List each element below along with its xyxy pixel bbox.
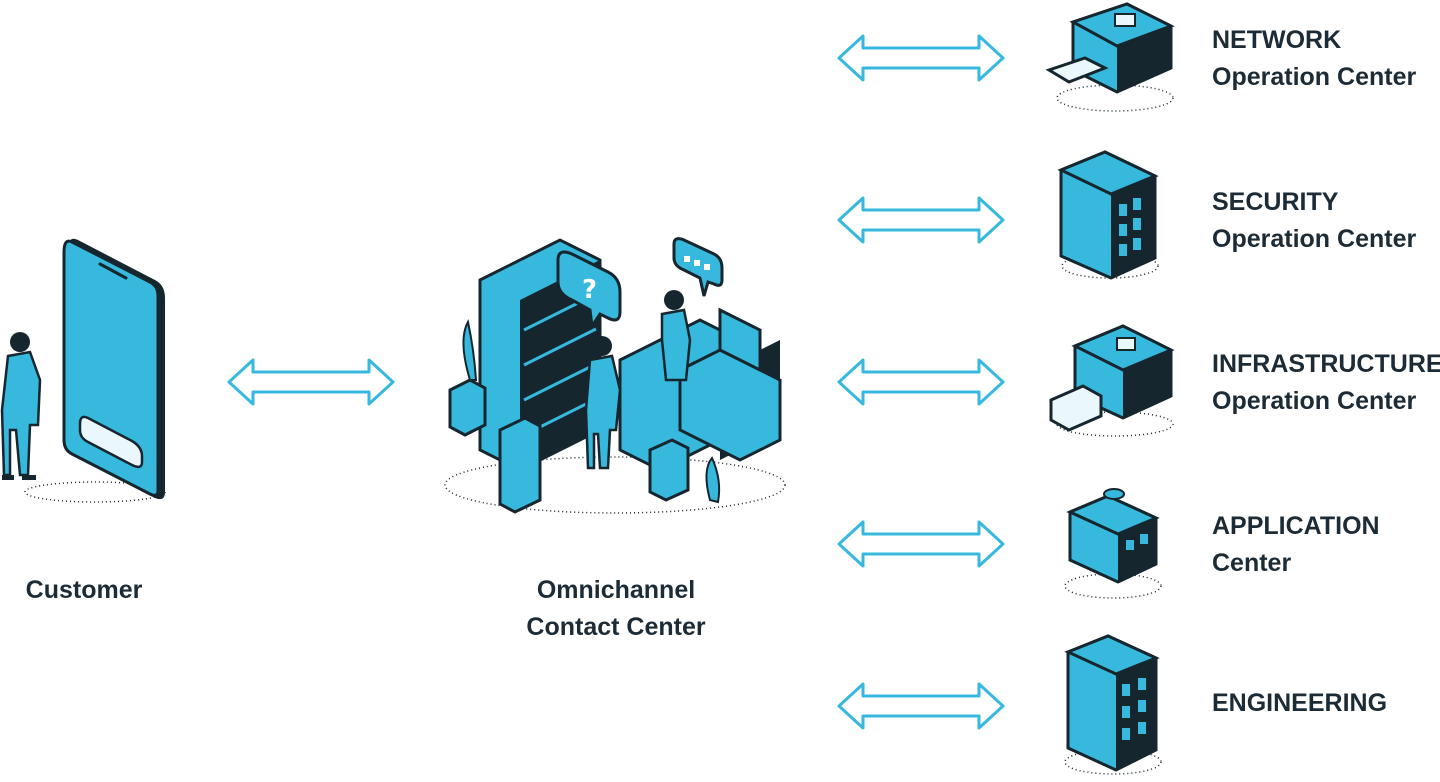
infrastructure-center-line1: INFRASTRUCTURE (1212, 350, 1440, 378)
security-center-label: SECURITY Operation Center (1212, 184, 1416, 258)
contact-center-illustration-icon: ? (444, 237, 786, 514)
infrastructure-center-line2: Operation Center (1212, 387, 1417, 415)
application-center-line2: Center (1212, 549, 1292, 577)
contact-center-line1: Omnichannel (536, 576, 696, 604)
security-center-line2: Operation Center (1212, 225, 1417, 253)
network-center-line2: Operation Center (1212, 63, 1417, 91)
arrow-application (837, 520, 1005, 568)
engineering-center-line1: ENGINEERING (1212, 689, 1388, 717)
customer-illustration-icon (0, 238, 166, 503)
customer-label: Customer (25, 576, 143, 604)
contact-center-line2: Contact Center (526, 613, 706, 641)
network-center-line1: NETWORK (1212, 26, 1342, 54)
network-center-label: NETWORK Operation Center (1212, 22, 1416, 96)
arrow-security (837, 196, 1005, 244)
network-building-icon (1045, 2, 1175, 112)
security-building-icon (1057, 150, 1159, 280)
engineering-center-label: ENGINEERING (1212, 685, 1387, 722)
svg-text:?: ? (582, 275, 597, 305)
arrow-network (837, 34, 1005, 82)
arrow-customer-contact (227, 358, 395, 406)
security-center-line1: SECURITY (1212, 188, 1339, 216)
infrastructure-center-label: INFRASTRUCTURE Operation Center (1212, 346, 1440, 420)
application-center-line1: APPLICATION (1212, 512, 1380, 540)
application-building-icon (1064, 488, 1162, 599)
infrastructure-building-icon (1049, 324, 1175, 437)
arrow-engineering (837, 682, 1005, 730)
application-center-label: APPLICATION Center (1212, 508, 1380, 582)
contact-center-label: Omnichannel Contact Center (500, 572, 732, 646)
arrow-infrastructure (837, 358, 1005, 406)
engineering-building-icon (1064, 634, 1162, 775)
